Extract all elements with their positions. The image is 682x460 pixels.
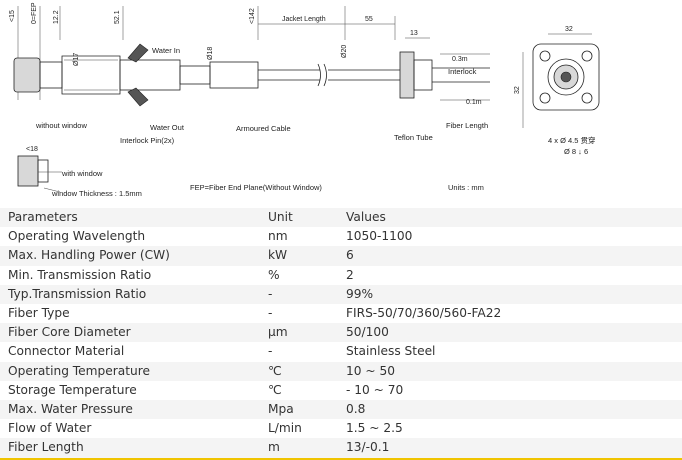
dimension-lines <box>17 6 592 128</box>
cell-parameter: Storage Temperature <box>8 382 137 397</box>
cell-parameter: Fiber Length <box>0 438 260 460</box>
label-interlock: Interlock <box>448 67 477 76</box>
cell-unit: ℃ <box>260 361 338 381</box>
header-unit: Unit <box>260 208 338 228</box>
cell-parameter: Fiber Core Diameter <box>0 323 260 343</box>
dim-lt15: <15 <box>9 10 16 22</box>
table-row: Min. Transmission Ratio % 2 <box>0 266 682 285</box>
table-row: Fiber Core Diameter μm 50/100 <box>0 323 682 343</box>
cell-value: - 10 ~ 70 <box>346 382 404 397</box>
technical-drawing: <15 0=FEP 12.2 52.1 <142 Jacket Length 5… <box>9 2 600 198</box>
cell-parameter: Fiber Type <box>8 306 70 321</box>
cell-unit: ℃ <box>268 382 282 397</box>
label-fep-note: FEP=Fiber End Plane(Without Window) <box>190 183 322 192</box>
cell-value: 6 <box>338 246 682 266</box>
header-values: Values <box>338 208 682 228</box>
connector-side-view <box>13 43 490 107</box>
cell-unit: μm <box>260 323 338 343</box>
cell-value: 13/-0.1 <box>338 438 682 460</box>
dim-lt18: <18 <box>26 146 38 153</box>
dim-d20: Ø20 <box>341 45 348 58</box>
dim-d17: Ø17 <box>73 53 80 66</box>
table-row: Max. Water Pressure Mpa 0.8 <box>0 400 682 420</box>
table-row: Storage Temperature ℃ - 10 ~ 70 <box>0 381 682 400</box>
cell-parameter: Connector Material <box>8 344 125 359</box>
label-armoured-cable: Armoured Cable <box>236 124 291 133</box>
header-parameters: Parameters <box>0 208 260 228</box>
spec-table: Parameters Unit Values Operating Wavelen… <box>0 208 682 460</box>
cell-value: 1050-1100 <box>346 229 413 244</box>
dim-13: 13 <box>410 30 418 37</box>
label-window-thickness: window Thickness : 1.5mm <box>51 189 142 198</box>
label-units: Units : mm <box>448 183 484 192</box>
cell-parameter: Flow of Water <box>8 421 92 436</box>
cell-unit: - <box>268 306 273 321</box>
dim-lt142: <142 <box>249 8 256 24</box>
label-without-window: without window <box>35 121 87 130</box>
cell-unit: % <box>268 267 280 282</box>
table-row: Typ.Transmission Ratio - 99% <box>0 284 682 305</box>
dim-jacket-length: Jacket Length <box>282 16 326 23</box>
label-with-window: with window <box>61 169 103 178</box>
table-row: Operating Temperature ℃ 10 ~ 50 <box>0 361 682 381</box>
window-inset <box>17 155 62 193</box>
cell-value: 10 ~ 50 <box>338 361 682 381</box>
label-hole-spec-1: 4 x Ø 4.5 贯穿 <box>548 135 596 145</box>
table-row: Operating Wavelength nm 1050-1100 <box>0 227 682 246</box>
table-row: Connector Material - Stainless Steel <box>0 342 682 361</box>
cell-parameter: Max. Water Pressure <box>0 400 260 420</box>
cell-parameter: Operating Temperature <box>0 361 260 381</box>
label-water-in: Water In <box>152 46 180 55</box>
label-hole-spec-2: Ø 8 ↓ 6 <box>564 147 588 156</box>
cell-value: 0.8 <box>338 400 682 420</box>
table-row: Fiber Type - FIRS-50/70/360/560-FA22 <box>0 304 682 323</box>
table-row: Max. Handling Power (CW) kW 6 <box>0 246 682 266</box>
cell-value: 99% <box>338 284 682 305</box>
dim-52-1: 52.1 <box>114 10 121 24</box>
cell-unit: Mpa <box>260 400 338 420</box>
cell-parameter: Typ.Transmission Ratio <box>0 284 260 305</box>
dim-d18: Ø18 <box>207 47 214 60</box>
cell-value: 2 <box>346 267 354 282</box>
label-teflon-tube: Teflon Tube <box>394 133 433 142</box>
cell-unit: nm <box>268 229 288 244</box>
dim-55: 55 <box>365 16 373 23</box>
dim-0-1m: 0.1m <box>466 99 482 106</box>
cell-parameter: Min. Transmission Ratio <box>8 267 152 282</box>
label-water-out: Water Out <box>150 123 185 132</box>
cell-value: 1.5 ~ 2.5 <box>346 421 403 436</box>
cell-unit: kW <box>260 246 338 266</box>
cell-value: 50/100 <box>338 323 682 343</box>
label-fiber-length: Fiber Length <box>446 121 488 130</box>
table-row: Fiber Length m 13/-0.1 <box>0 438 682 460</box>
cell-value: FIRS-50/70/360/560-FA22 <box>346 306 502 321</box>
cell-parameter: Max. Handling Power (CW) <box>0 246 260 266</box>
label-interlock-pin: Interlock Pin(2x) <box>120 136 175 145</box>
flange-front-view <box>532 43 600 111</box>
dim-0-3m: 0.3m <box>452 56 468 63</box>
cell-unit: - <box>260 284 338 305</box>
dim-32-side: 32 <box>514 86 521 94</box>
cell-unit: m <box>260 438 338 460</box>
cell-parameter: Operating Wavelength <box>8 229 146 244</box>
cell-unit: - <box>268 344 273 359</box>
table-header-row: Parameters Unit Values <box>0 208 682 228</box>
table-row: Flow of Water L/min 1.5 ~ 2.5 <box>0 419 682 438</box>
cell-value: Stainless Steel <box>346 344 436 359</box>
cell-unit: L/min <box>268 421 302 436</box>
dim-fep: 0=FEP <box>31 2 38 24</box>
dim-32-top: 32 <box>565 26 573 33</box>
dim-12-2: 12.2 <box>53 10 60 24</box>
